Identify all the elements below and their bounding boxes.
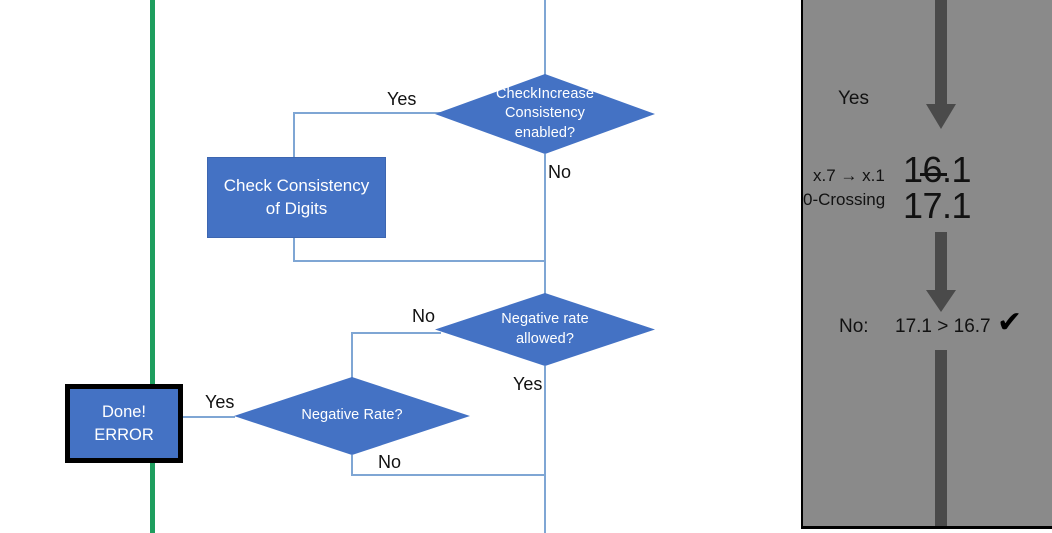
down-arrow-top bbox=[924, 0, 958, 133]
connector-no-negative-allowed-horizontal bbox=[351, 332, 441, 334]
process-check-consistency-of-digits-label: Check Consistency of Digits bbox=[223, 175, 370, 218]
edge-label-no-negative-rate: No bbox=[378, 452, 402, 472]
connector-consistency-return-vertical bbox=[293, 236, 295, 262]
spine-mid-segment bbox=[544, 154, 546, 262]
edge-label-no-negative-rate-allowed: No bbox=[412, 306, 436, 326]
panel-value-strikethrough bbox=[920, 173, 947, 176]
down-arrow-middle bbox=[924, 232, 958, 312]
spine-bottom-segment bbox=[544, 475, 546, 533]
edge-label-yes-negative-rate-allowed: Yes bbox=[513, 374, 543, 394]
panel-top-branch-label: Yes bbox=[838, 88, 869, 109]
connector-no-negative-allowed-vertical bbox=[351, 332, 353, 378]
edge-label-yes-check-increase: Yes bbox=[387, 89, 417, 109]
green-divider-line bbox=[150, 0, 155, 533]
panel-comparison-label: No: bbox=[839, 316, 869, 337]
connector-yes-check-increase-vertical bbox=[293, 112, 295, 158]
spine-top-segment bbox=[544, 0, 546, 87]
terminal-done-error-label: Done! ERROR bbox=[94, 403, 154, 444]
panel-annotation-line-2: 0-Crossing bbox=[803, 190, 886, 209]
edge-label-no-check-increase: No bbox=[548, 162, 572, 182]
panel-value-struck: 16.1 bbox=[903, 149, 972, 190]
process-check-consistency-of-digits[interactable]: Check Consistency of Digits bbox=[207, 157, 386, 238]
panel-annotation-line-1: x.7 → x.1 bbox=[813, 166, 885, 185]
decision-negative-rate[interactable]: Negative Rate? bbox=[234, 377, 470, 455]
decision-negative-rate-allowed[interactable]: Negative rate allowed? bbox=[435, 293, 655, 366]
connector-consistency-return-horizontal bbox=[293, 260, 545, 262]
spine-to-negative-rate-allowed bbox=[544, 261, 546, 311]
panel-comparison-expression: 17.1 > 16.7 bbox=[895, 316, 991, 337]
connector-yes-check-increase-horizontal bbox=[293, 112, 441, 114]
panel-value-current: 17.1 bbox=[903, 185, 972, 226]
connector-no-negative-rate-vertical bbox=[351, 455, 353, 476]
spine-from-negative-rate-allowed bbox=[544, 366, 546, 476]
edge-label-yes-done-error: Yes bbox=[205, 392, 235, 412]
connector-no-negative-rate-horizontal bbox=[351, 474, 545, 476]
decision-check-increase-consistency[interactable]: CheckIncrease Consistency enabled? bbox=[435, 74, 655, 154]
arrow-shaft-bottom bbox=[935, 350, 947, 526]
annotation-panel: Yes x.7 → x.1 0-Crossing 16.1 17.1 No: 1… bbox=[801, 0, 1052, 529]
check-icon: ✔ bbox=[997, 306, 1023, 339]
connector-yes-done-error bbox=[173, 416, 235, 418]
terminal-done-error[interactable]: Done! ERROR bbox=[65, 384, 183, 463]
